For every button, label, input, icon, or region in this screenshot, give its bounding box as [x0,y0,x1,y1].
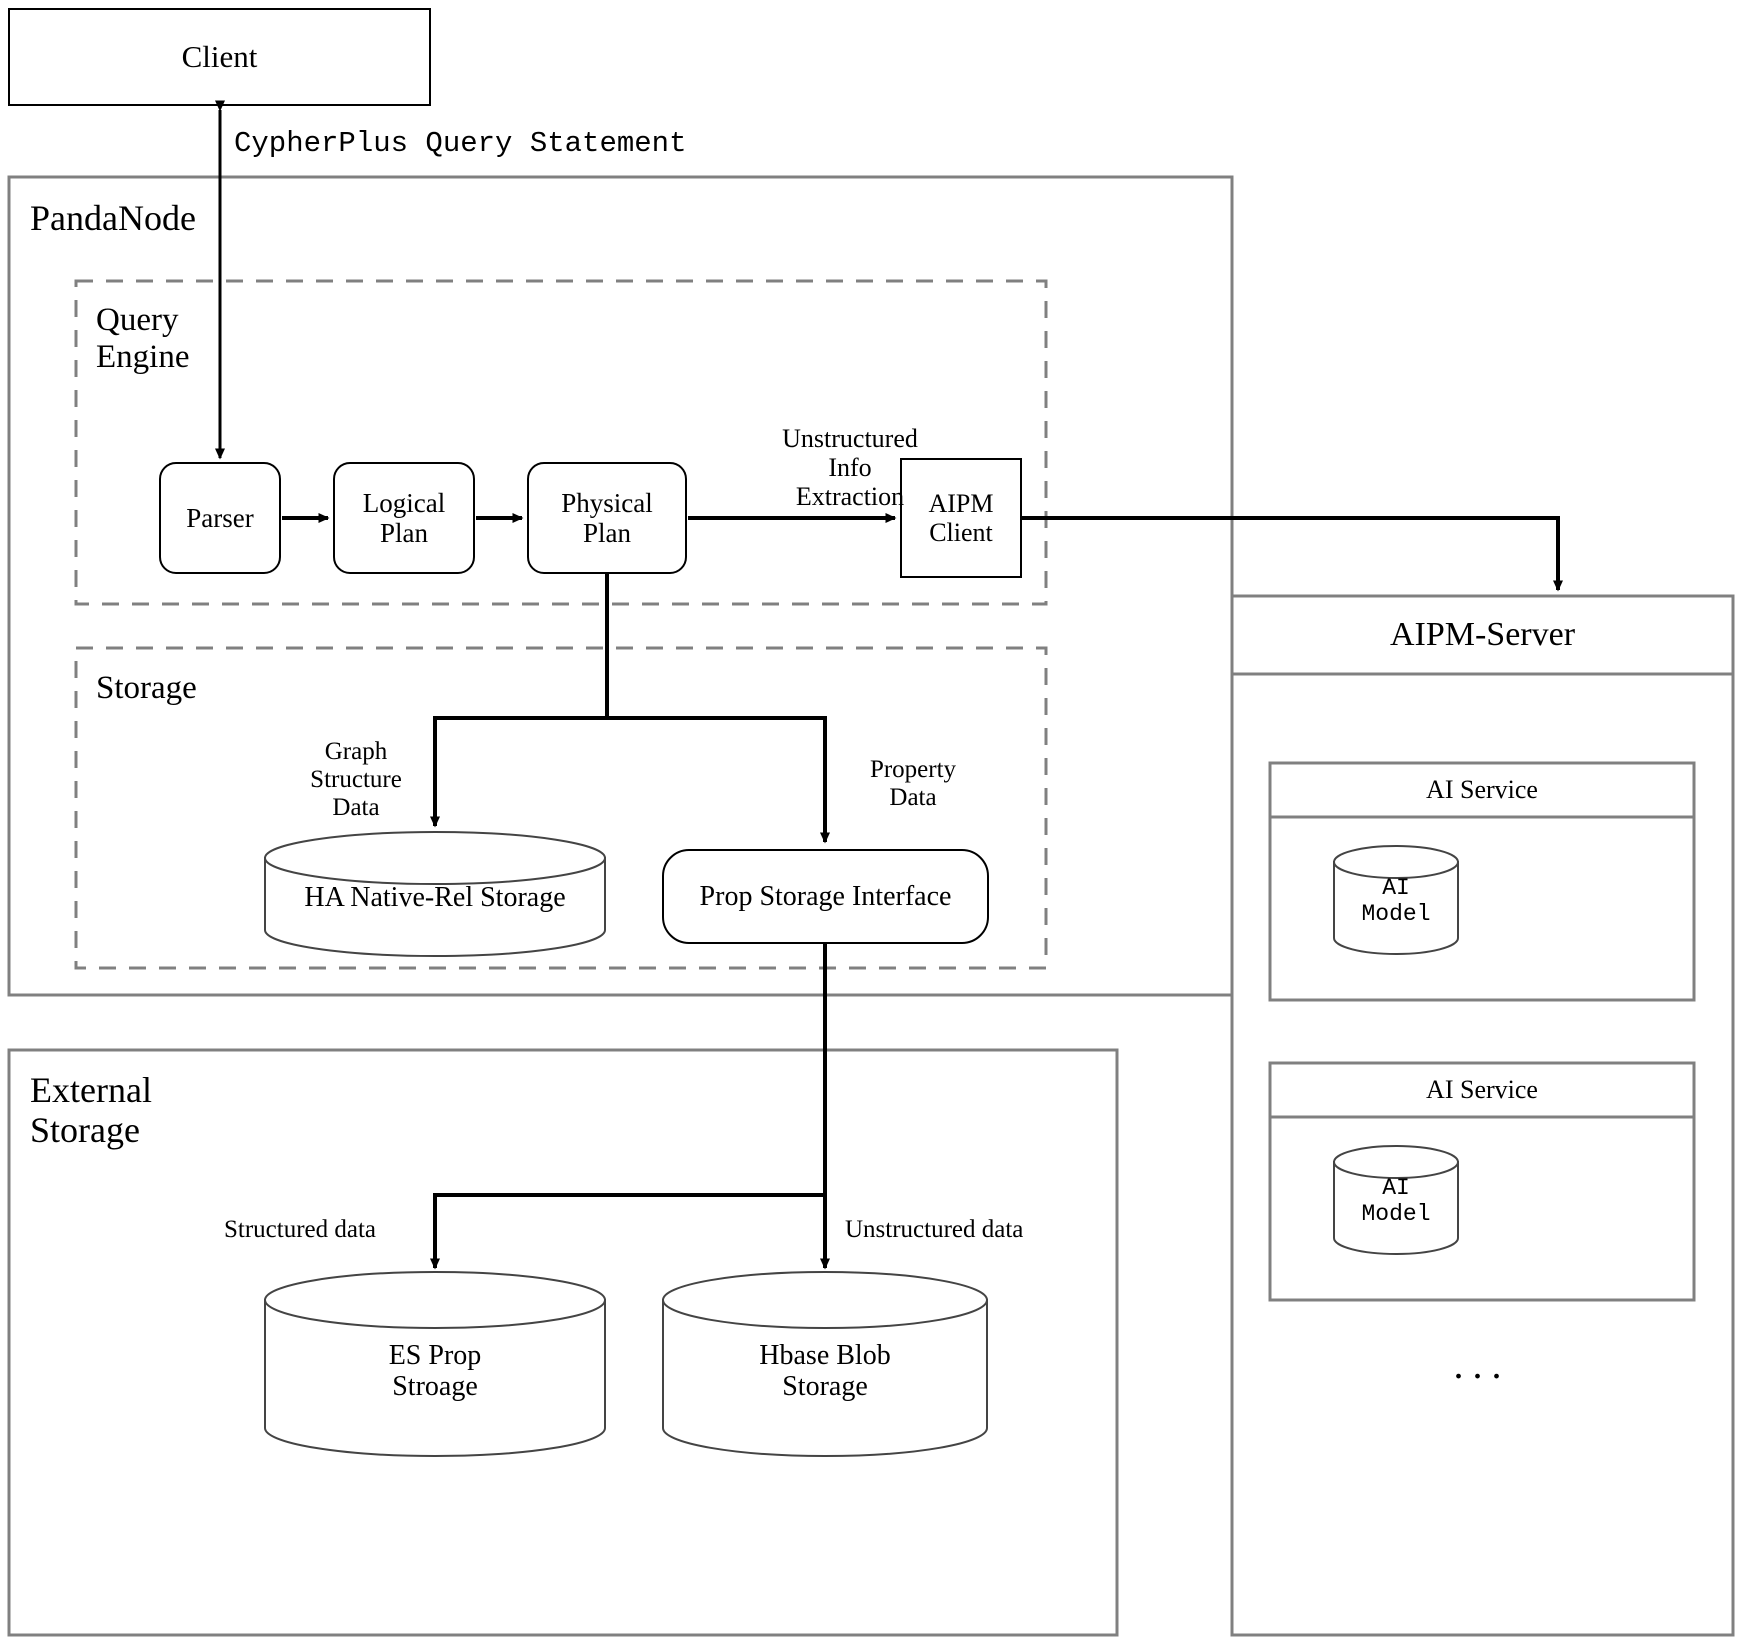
pandanode-box [7,175,1234,997]
prop-storage-interface-label: Prop Storage Interface [699,880,952,912]
aipm-client-label: AIPM Client [928,488,994,547]
es-prop-storage-label: ES Prop Stroage [388,1339,482,1402]
physical-plan-label: Physical Plan [561,487,653,548]
ai-model-cylinder-2 [1333,1145,1459,1255]
aipm-server-label: AIPM-Server [1389,615,1576,653]
aipm-server-header [1230,594,1735,676]
storage-box [74,646,1048,970]
edge-propstorage-structured [430,943,827,1270]
es-prop-storage-cylinder [264,1271,606,1457]
parser-label: Parser [186,502,254,533]
client-label: Client [181,38,258,74]
ai-model-label-2: AI Model [1361,1175,1431,1227]
ai-service-header-2 [1268,1061,1696,1119]
ai-service-label-2: AI Service [1426,1075,1538,1105]
query-engine-label: Query Engine [96,302,190,375]
graph-structure-data-label: Graph Structure Data [310,738,402,821]
hbase-blob-storage-label: Hbase Blob Storage [759,1339,891,1402]
client-box [8,8,431,106]
logical-plan-label: Logical Plan [362,487,446,548]
structured-data-label: Structured data [223,1216,377,1243]
ai-service-label-1: AI Service [1426,775,1538,805]
aipm-client-box [900,458,1022,578]
ai-service-header-1 [1268,761,1696,819]
unstructured-info-extraction-label: Unstructured Info Extraction [782,424,918,512]
edge-physical-split [430,573,609,828]
ai-model-label-1: AI Model [1361,875,1431,927]
property-data-label: Property Data [869,756,957,811]
cypherplus-label: CypherPlus Query Statement [234,127,687,160]
edge-aipmclient-aipmserver [1021,516,1563,592]
logical-plan-box [333,462,475,574]
pandanode-label: PandaNode [30,198,196,238]
ai-model-cylinder-1 [1333,845,1459,955]
hbase-blob-storage-cylinder [662,1271,988,1457]
external-storage-label: External Storage [30,1070,152,1151]
edge-physical-split-right [607,716,830,844]
more-services-ellipsis: ... [1453,1341,1511,1387]
parser-box [159,462,281,574]
storage-label: Storage [96,670,197,706]
ha-native-rel-storage-cylinder [264,831,606,957]
query-engine-box [74,279,1048,606]
unstructured-data-label: Unstructured data [845,1216,1024,1243]
ha-native-rel-storage-label: HA Native-Rel Storage [304,882,566,914]
